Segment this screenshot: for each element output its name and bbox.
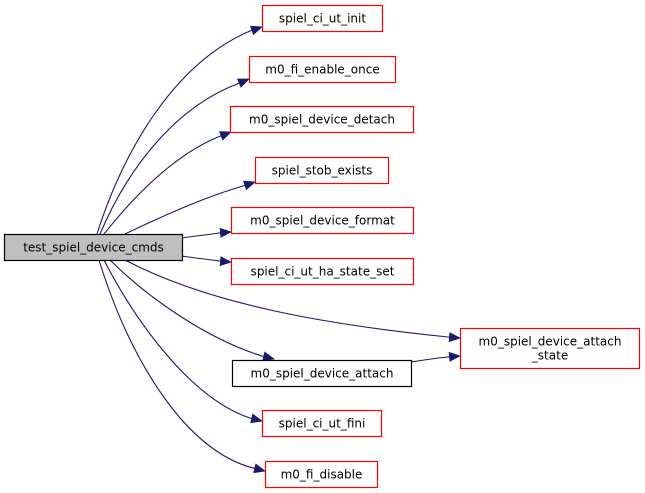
node-spiel_ci_ut_fini[interactable]: spiel_ci_ut_fini <box>261 409 383 438</box>
edge-test_spiel_device_cmds-to-spiel_ci_ut_ha_state_set <box>181 255 232 267</box>
edge-test_spiel_device_cmds-to-m0_spiel_device_format <box>181 227 232 239</box>
root-node: test_spiel_device_cmds <box>3 233 184 262</box>
node-m0_spiel_device_detach[interactable]: m0_spiel_device_detach <box>229 105 415 134</box>
node-label[interactable]: m0_spiel_device_detach <box>249 113 395 127</box>
node-box[interactable] <box>230 206 415 235</box>
edge-test_spiel_device_cmds-to-m0_spiel_device_attach <box>109 259 275 362</box>
edge-m0_spiel_device_attach-to-m0_spiel_device_attach_state <box>410 351 461 363</box>
node-m0_spiel_device_format[interactable]: m0_spiel_device_format <box>230 206 415 235</box>
node-label[interactable]: spiel_ci_ut_ha_state_set <box>251 265 395 279</box>
edge-test_spiel_device_cmds-to-spiel_stob_exists <box>124 180 256 235</box>
node-m0_fi_disable[interactable]: m0_fi_disable <box>264 460 379 489</box>
node-m0_fi_enable_once[interactable]: m0_fi_enable_once <box>248 55 397 84</box>
node-label[interactable]: m0_spiel_device_attach <box>479 335 622 349</box>
node-box[interactable] <box>459 327 641 370</box>
node-label[interactable]: m0_fi_disable <box>281 468 363 482</box>
node-box[interactable] <box>229 105 415 134</box>
node-label[interactable]: spiel_ci_ut_init <box>279 12 366 26</box>
edge-test_spiel_device_cmds-to-spiel_ci_ut_fini <box>103 259 263 424</box>
root-node-box <box>3 233 184 262</box>
node-label[interactable]: spiel_stob_exists <box>272 164 373 178</box>
node-m0_spiel_device_attach_state[interactable]: m0_spiel_device_attach_state <box>459 327 641 370</box>
node-box[interactable] <box>254 156 390 185</box>
node-label[interactable]: _state <box>531 349 568 363</box>
node-box[interactable] <box>231 359 413 388</box>
node-label[interactable]: m0_spiel_device_format <box>250 214 395 228</box>
root-node-label: test_spiel_device_cmds <box>23 241 164 255</box>
node-box[interactable] <box>264 460 379 489</box>
node-box[interactable] <box>261 4 384 33</box>
node-box[interactable] <box>230 257 415 286</box>
node-box[interactable] <box>248 55 397 84</box>
edge-test_spiel_device_cmds-to-m0_fi_disable <box>98 259 266 474</box>
node-spiel_stob_exists[interactable]: spiel_stob_exists <box>254 156 390 185</box>
node-label[interactable]: m0_fi_enable_once <box>265 63 380 77</box>
edge-test_spiel_device_cmds-to-m0_fi_enable_once <box>99 78 250 235</box>
node-m0_spiel_device_attach[interactable]: m0_spiel_device_attach <box>231 359 413 388</box>
edge-test_spiel_device_cmds-to-spiel_ci_ut_init <box>96 25 263 235</box>
node-spiel_ci_ut_ha_state_set[interactable]: spiel_ci_ut_ha_state_set <box>230 257 415 286</box>
edges-layer <box>96 25 461 474</box>
node-label[interactable]: spiel_ci_ut_fini <box>279 417 366 431</box>
nodes-layer: test_spiel_device_cmds spiel_ci_ut_init m0… <box>3 4 641 489</box>
node-box[interactable] <box>261 409 383 438</box>
edge-test_spiel_device_cmds-to-m0_spiel_device_attach_state <box>124 259 461 343</box>
node-spiel_ci_ut_init[interactable]: spiel_ci_ut_init <box>261 4 384 33</box>
edge-test_spiel_device_cmds-to-m0_spiel_device_detach <box>103 131 232 235</box>
node-label[interactable]: m0_spiel_device_attach <box>251 367 394 381</box>
